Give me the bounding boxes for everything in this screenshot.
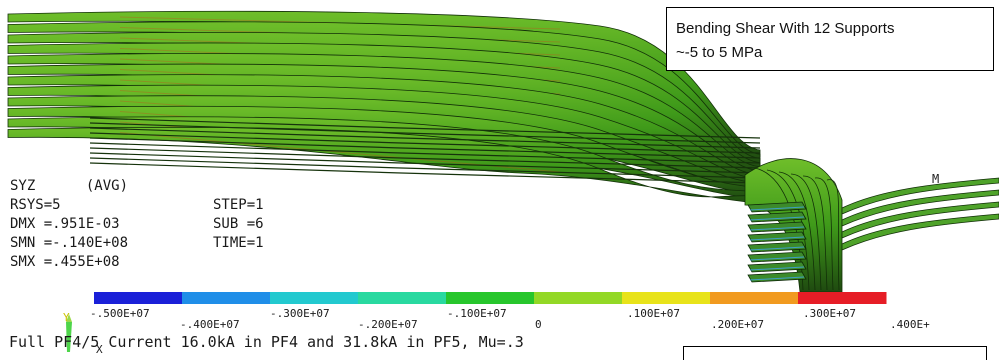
coil-layer-line bbox=[89, 132, 761, 154]
coil-end-turn-line bbox=[814, 177, 834, 291]
axis-triad-icon bbox=[66, 314, 72, 352]
axis-y-label: Y bbox=[63, 311, 70, 324]
support-plate-edge bbox=[749, 266, 805, 271]
coil-layer-line bbox=[89, 127, 761, 149]
max-marker-label: M bbox=[932, 172, 940, 186]
coil-end-turn-line bbox=[790, 173, 822, 291]
annotation-box-bottom bbox=[683, 346, 987, 360]
coil-layer-line bbox=[89, 157, 761, 179]
support-plate-edge bbox=[749, 216, 805, 221]
coil-bands bbox=[7, 10, 999, 293]
legend-color-swatch bbox=[710, 292, 799, 304]
annotation-range: ~-5 to 5 MPa bbox=[676, 44, 763, 61]
axis-x-label: X bbox=[96, 343, 103, 356]
legend-tick-upper: -.300E+07 bbox=[270, 307, 330, 320]
legend-tick-upper: .100E+07 bbox=[627, 307, 680, 320]
coil-layer-line bbox=[89, 117, 761, 139]
annotation-title: Bending Shear With 12 Supports bbox=[676, 20, 895, 37]
stats-smn: SMN =-.140E+08 bbox=[10, 235, 129, 251]
stats-smx: SMX =.455E+08 bbox=[10, 254, 120, 270]
stats-step: STEP=1 bbox=[213, 197, 264, 213]
legend-tick-lower: .400E+ bbox=[890, 318, 930, 331]
legend-color-swatch bbox=[94, 292, 183, 304]
stats-quantity: SYZ (AVG) bbox=[10, 178, 129, 194]
contour-legend-bar bbox=[94, 292, 887, 304]
legend-tick-lower: -.200E+07 bbox=[358, 318, 418, 331]
legend-color-swatch bbox=[358, 292, 447, 304]
load-case-caption: Full PF4/5 Current 16.0kA in PF4 and 31.… bbox=[9, 333, 524, 351]
annotation-box-top: Bending Shear With 12 Supports ~-5 to 5 … bbox=[666, 7, 994, 71]
support-plate-edge bbox=[749, 206, 805, 211]
legend-tick-upper: -.100E+07 bbox=[447, 307, 507, 320]
stats-rsys: RSYS=5 bbox=[10, 197, 61, 213]
legend-tick-lower: 0 bbox=[535, 318, 542, 331]
lead-bar bbox=[841, 213, 999, 251]
coil-layer-line bbox=[89, 142, 761, 164]
support-plate-edge bbox=[749, 226, 805, 231]
legend-color-swatch bbox=[182, 292, 271, 304]
support-plate-edge bbox=[749, 256, 805, 261]
coil-layer-line bbox=[89, 122, 761, 144]
legend-tick-upper: .300E+07 bbox=[803, 307, 856, 320]
coil-layer-line bbox=[89, 147, 761, 169]
coil-layer-line bbox=[89, 162, 761, 184]
legend-color-swatch bbox=[446, 292, 535, 304]
coil-end-turn-line bbox=[802, 175, 828, 291]
coil-end-turn-line bbox=[778, 171, 816, 291]
legend-tick-lower: -.400E+07 bbox=[180, 318, 240, 331]
legend-color-swatch bbox=[534, 292, 623, 304]
coil-layer-line bbox=[89, 152, 761, 174]
support-plate-edge bbox=[749, 246, 805, 251]
stats-time: TIME=1 bbox=[213, 235, 264, 251]
legend-tick-upper: -.500E+07 bbox=[90, 307, 150, 320]
coil-end-turn-line bbox=[826, 179, 840, 291]
legend-tick-lower: .200E+07 bbox=[711, 318, 764, 331]
lead-bar bbox=[841, 177, 999, 215]
coil-layer-line bbox=[89, 137, 761, 159]
lead-bar bbox=[841, 189, 999, 227]
stats-sub: SUB =6 bbox=[213, 216, 264, 232]
lead-bar bbox=[841, 201, 999, 239]
legend-color-swatch bbox=[270, 292, 359, 304]
support-plate-edge bbox=[749, 276, 805, 281]
stats-dmx: DMX =.951E-03 bbox=[10, 216, 120, 232]
legend-color-swatch bbox=[622, 292, 711, 304]
legend-color-swatch bbox=[798, 292, 887, 304]
support-plate-edge bbox=[749, 236, 805, 241]
